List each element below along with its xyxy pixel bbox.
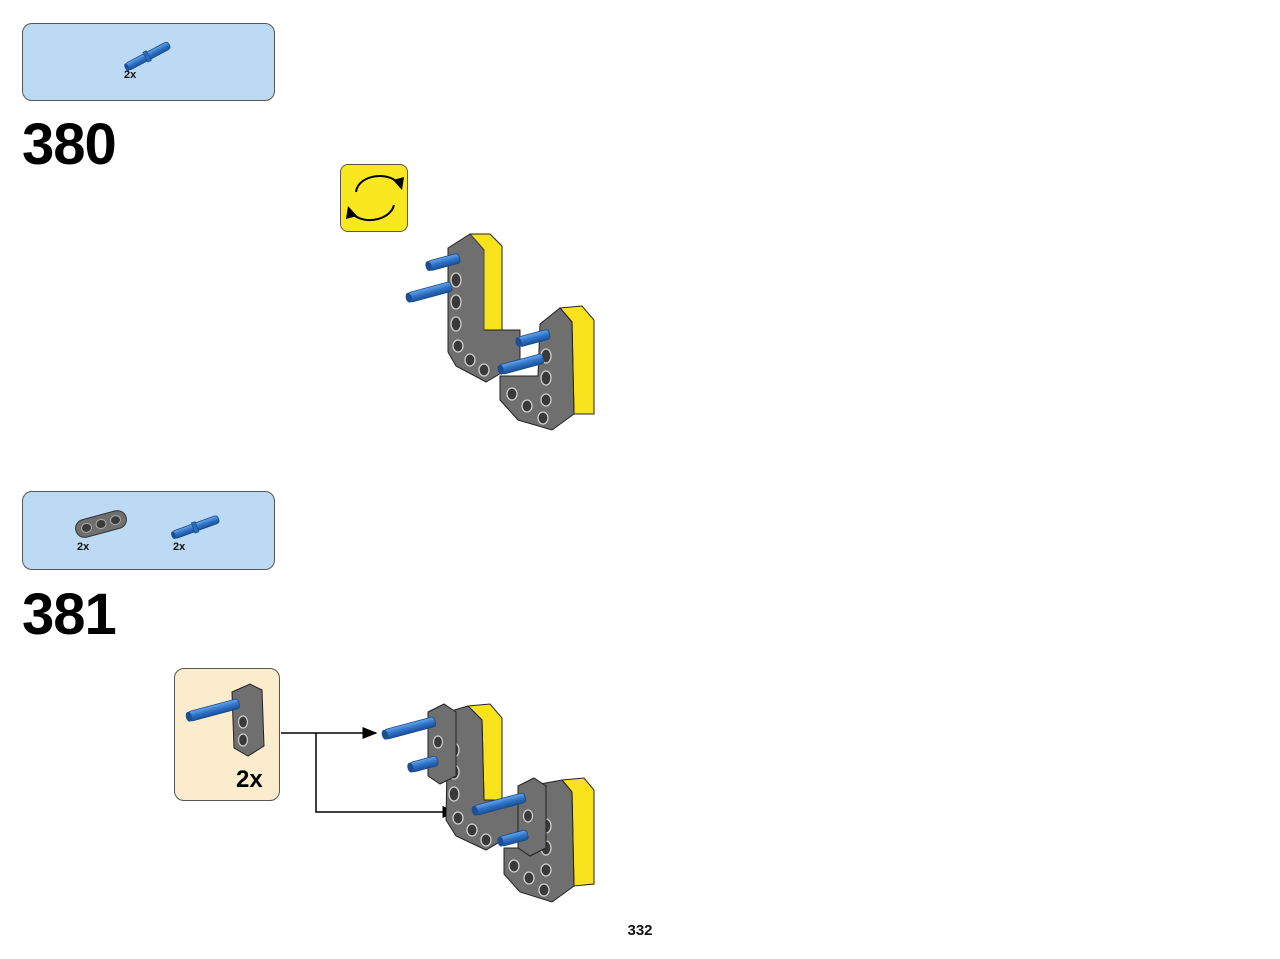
subassembly-model	[185, 683, 265, 757]
subassembly-qty: 2x	[236, 766, 263, 793]
model-step-380	[405, 233, 595, 431]
gray-beam-icon	[75, 510, 127, 538]
page-number: 332	[627, 922, 653, 939]
step-number-381: 381	[22, 582, 117, 647]
part-qty-beam-381: 2x	[77, 541, 90, 553]
rotate-arrows-icon	[346, 174, 404, 222]
parts-list-box-381	[22, 491, 275, 570]
blue-pin-icon	[124, 41, 171, 71]
step-number-380: 380	[22, 112, 117, 177]
blue-pin-icon	[171, 515, 220, 540]
model-step-381	[381, 703, 595, 903]
callout-arrows	[281, 727, 458, 818]
part-qty-pin-381: 2x	[173, 541, 186, 553]
part-qty-pin-380: 2x	[124, 69, 137, 81]
